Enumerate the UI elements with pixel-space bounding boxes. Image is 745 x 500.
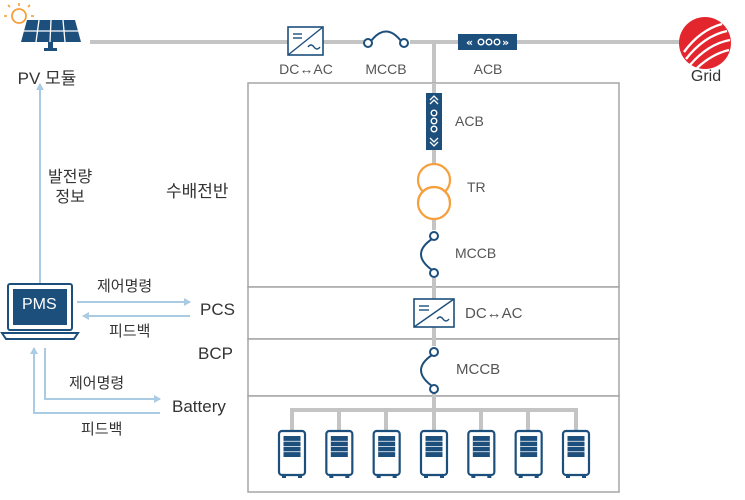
top-dc-ac-label: DC↔AC — [279, 61, 333, 77]
bcp-mccb-label: MCCB — [456, 361, 501, 378]
battery-rack-icon — [419, 429, 449, 478]
top-mccb-label: MCCB — [365, 61, 407, 77]
pcs-label: PCS — [200, 300, 235, 319]
battery-rack-icon — [561, 429, 591, 478]
grid-label: Grid — [690, 68, 722, 85]
bcp-label: BCP — [198, 344, 233, 363]
laptop-icon — [0, 283, 80, 340]
battery-rack-icon — [467, 429, 496, 478]
battery-rack-icon — [277, 429, 307, 478]
battery-control-arrow — [44, 348, 161, 403]
switchboard-label: 수배전반 — [166, 182, 229, 201]
control-command-battery-label: 제어명령 — [69, 375, 125, 392]
mccb-breaker-icon — [363, 30, 410, 48]
pv-module-label: PV 모듈 — [17, 69, 77, 88]
acb-breaker-icon: « » — [458, 34, 517, 50]
feedback-pcs-label: 피드백 — [109, 323, 151, 340]
svg-text:»: » — [502, 36, 509, 49]
inverter-dc-ac-icon — [413, 298, 455, 328]
battery-rack-icon — [325, 429, 354, 478]
battery-label: Battery — [172, 397, 226, 416]
generation-info-label: 발전량 정보 — [48, 169, 93, 206]
data-flow-arrows — [30, 83, 191, 414]
mccb-breaker-icon — [420, 230, 440, 278]
pms-label: PMS — [22, 296, 57, 313]
panel-mccb-label: MCCB — [455, 245, 497, 261]
feedback-battery-label: 피드백 — [81, 421, 123, 438]
grid-globe-icon — [679, 17, 731, 69]
acb-breaker-icon — [426, 93, 442, 150]
svg-text:«: « — [466, 36, 473, 49]
battery-rack-icons — [277, 429, 591, 478]
battery-feedback-arrow — [30, 347, 160, 414]
panel-acb-label: ACB — [455, 113, 484, 129]
inverter-dc-ac-icon — [287, 26, 324, 56]
transformer-icon — [416, 162, 452, 221]
battery-rack-icon — [372, 429, 401, 478]
tr-label: TR — [467, 179, 486, 195]
battery-rack-icon — [514, 429, 543, 478]
solar-panel-icon — [4, 3, 81, 51]
pcs-dc-ac-label: DC↔AC — [465, 305, 523, 322]
top-acb-label: ACB — [473, 61, 503, 77]
mccb-breaker-icon — [420, 346, 440, 394]
control-command-pcs-label: 제어명령 — [97, 278, 153, 295]
battery-distribution-bus — [290, 408, 578, 432]
